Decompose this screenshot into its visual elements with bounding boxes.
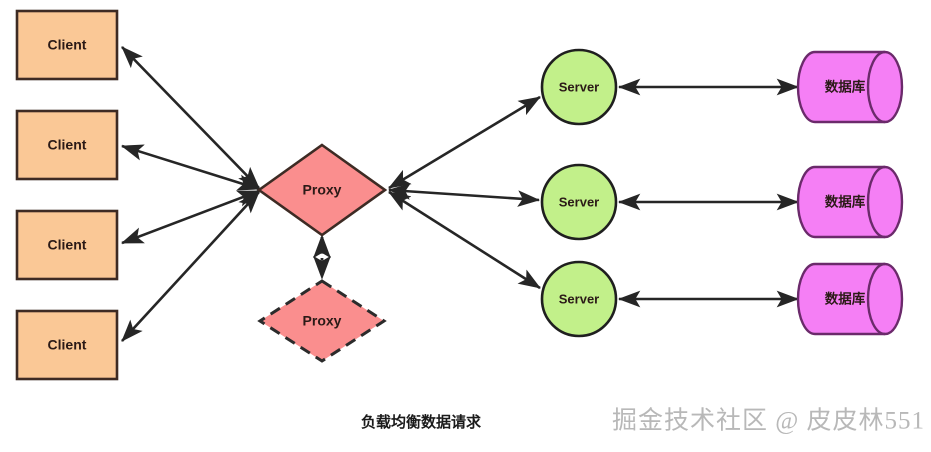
client-label-4: Client	[48, 337, 87, 353]
database-node-2[interactable]: 数据库	[796, 165, 904, 239]
proxy-diamond-primary[interactable]	[256, 143, 388, 237]
watermark: 掘金技术社区 @ 皮皮林551	[612, 407, 925, 435]
database-label-3: 数据库	[825, 291, 866, 307]
server-circle-3[interactable]	[540, 260, 618, 338]
client-box-2[interactable]	[15, 109, 119, 181]
edges-proxy-server	[387, 95, 541, 290]
database-cylinder-cap-1	[866, 50, 886, 124]
client-node-2[interactable]: Client	[15, 109, 119, 181]
client-box-1[interactable]	[15, 9, 119, 81]
edges-server-database	[617, 78, 800, 308]
server-node-1[interactable]: Server	[540, 48, 618, 126]
proxy-diamond-backup[interactable]	[257, 279, 387, 363]
database-label-1: 数据库	[825, 79, 866, 95]
database-cylinder-cap-3	[866, 262, 886, 336]
edge-proxy-server-2	[387, 183, 541, 207]
client-node-1[interactable]: Client	[15, 9, 119, 81]
proxy-node-backup[interactable]: Proxy	[257, 279, 387, 363]
server-circle-2[interactable]	[540, 163, 618, 241]
server-node-2[interactable]: Server	[540, 163, 618, 241]
client-box-4[interactable]	[15, 309, 119, 381]
database-label-2: 数据库	[825, 194, 866, 210]
server-label-2: Server	[559, 194, 599, 209]
edge-client-2-proxy	[121, 144, 260, 191]
client-node-3[interactable]: Client	[15, 209, 119, 281]
database-node-3[interactable]: 数据库	[796, 262, 904, 336]
edges-client-proxy	[121, 46, 260, 342]
edge-proxy-server-3	[388, 190, 541, 290]
edge-proxy-server-1	[388, 95, 541, 190]
edge-client-4-proxy	[121, 191, 260, 342]
database-cylinder-cap-2	[866, 165, 886, 239]
client-node-4[interactable]: Client	[15, 309, 119, 381]
server-node-3[interactable]: Server	[540, 260, 618, 338]
proxy-label-primary: Proxy	[303, 182, 342, 198]
server-label-3: Server	[559, 291, 599, 306]
edge-client-3-proxy	[121, 189, 260, 245]
database-node-1[interactable]: 数据库	[796, 50, 904, 124]
client-box-3[interactable]	[15, 209, 119, 281]
client-label-2: Client	[48, 137, 87, 153]
proxy-node-primary[interactable]: Proxy	[256, 143, 388, 237]
diagram-caption: 负载均衡数据请求	[361, 413, 482, 431]
client-label-1: Client	[48, 37, 87, 53]
server-circle-1[interactable]	[540, 48, 618, 126]
proxy-label-backup: Proxy	[303, 313, 342, 329]
server-label-1: Server	[559, 79, 599, 94]
client-label-3: Client	[48, 237, 87, 253]
